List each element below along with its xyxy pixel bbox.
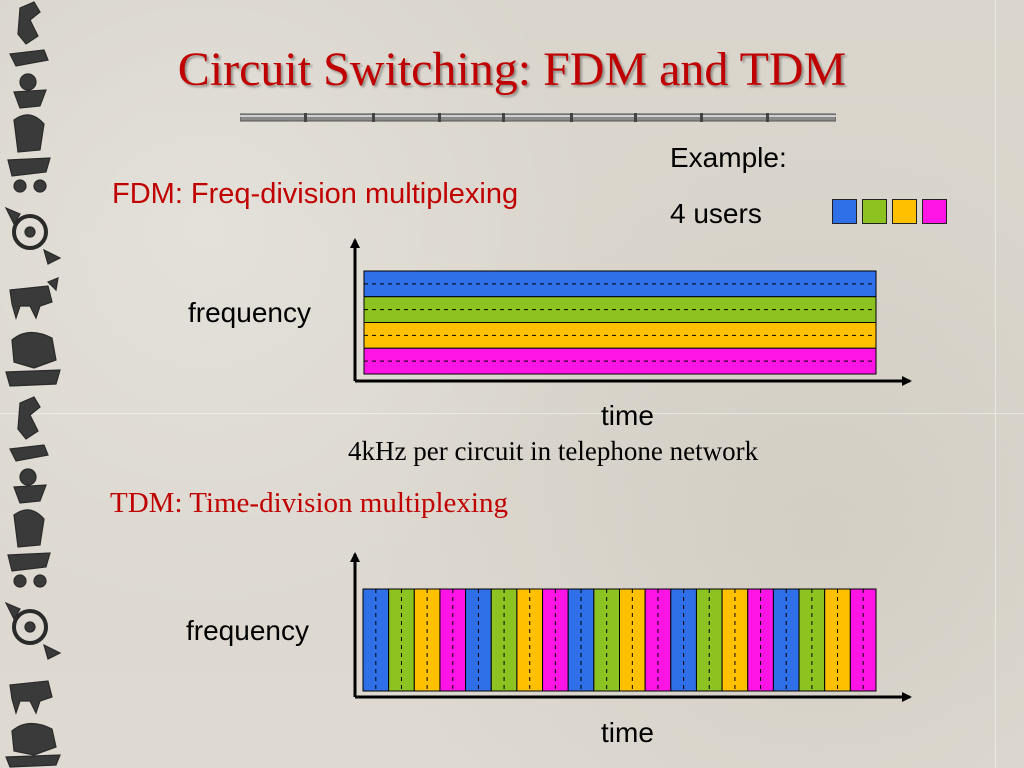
figure-motif-2: [7, 114, 51, 193]
ancient-figures-border: [4, 1, 62, 768]
fdm-bands: [363, 270, 877, 375]
figure-motif-4: [9, 277, 59, 321]
user-swatch-blue: [832, 199, 857, 224]
title-underline-rule: [240, 113, 836, 122]
fdm-frequency-axis-label: frequency: [188, 297, 311, 328]
tdm-slots: [362, 588, 877, 692]
tdm-heading: TDM: Time-division multiplexing: [110, 487, 508, 519]
fdm-time-axis-label: time: [601, 400, 654, 431]
user-swatch-yellow: [892, 199, 917, 224]
telephone-network-note: 4kHz per circuit in telephone network: [348, 436, 759, 466]
fdm-heading: FDM: Freq-division multiplexing: [112, 178, 519, 210]
figure-motif-5: [5, 331, 61, 387]
tdm-time-axis-label: time: [601, 717, 654, 748]
figure-motif-3: [4, 206, 62, 265]
user-swatch-green: [862, 199, 887, 224]
slide-title: Circuit Switching: FDM and TDM: [177, 43, 847, 96]
tdm-frequency-axis-label: frequency: [186, 615, 309, 646]
user-color-swatches: [832, 199, 947, 224]
figure-motif-1: [9, 1, 49, 109]
users-label: 4 users: [670, 198, 762, 229]
example-label: Example:: [670, 142, 787, 173]
background-tile-line: [0, 413, 1024, 414]
user-swatch-magenta: [922, 199, 947, 224]
background-tile-line: [995, 0, 996, 768]
